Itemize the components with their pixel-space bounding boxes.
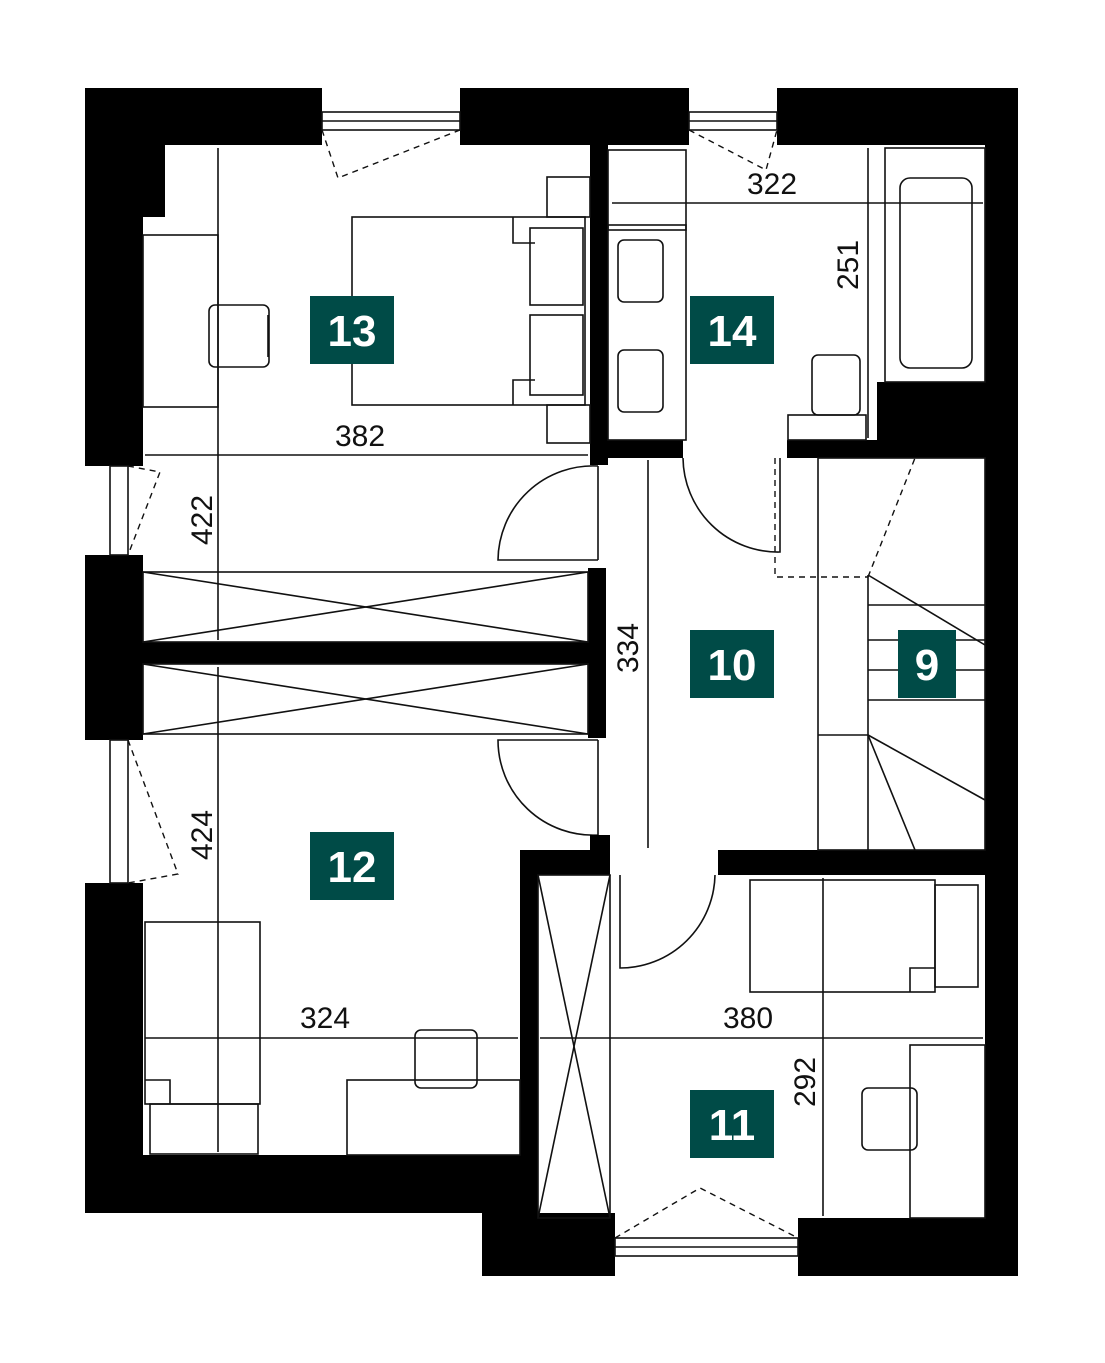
dimension-lines: [145, 148, 983, 1216]
svg-text:12: 12: [328, 843, 377, 892]
room-label-13: 13: [310, 296, 394, 364]
furniture: [142, 147, 986, 1219]
dimension-room12-height: 424: [186, 810, 219, 860]
dimension-room11-height: 292: [789, 1057, 822, 1107]
svg-text:14: 14: [708, 307, 757, 356]
dimension-room13-width: 382: [335, 420, 385, 453]
doors: [497, 457, 781, 969]
dimension-room14-height: 251: [832, 240, 865, 290]
dimension-room14-width: 322: [747, 168, 797, 201]
dimension-room13-height: 422: [186, 495, 219, 545]
svg-text:13: 13: [328, 307, 377, 356]
room-label-10: 10: [690, 630, 774, 698]
room-label-9: 9: [898, 630, 956, 698]
room-label-14: 14: [690, 296, 774, 364]
windows: [109, 111, 799, 1257]
dimension-room12-width: 324: [300, 1002, 350, 1035]
room-label-12: 12: [310, 832, 394, 900]
dimension-hall-height: 334: [612, 623, 645, 673]
interior-walls: [143, 145, 985, 1220]
room-label-11: 11: [690, 1090, 774, 1158]
svg-text:11: 11: [709, 1101, 756, 1150]
dimension-room11-width: 380: [723, 1002, 773, 1035]
svg-text:10: 10: [708, 641, 757, 690]
svg-text:9: 9: [915, 641, 939, 690]
exterior-walls: [85, 88, 1018, 1276]
